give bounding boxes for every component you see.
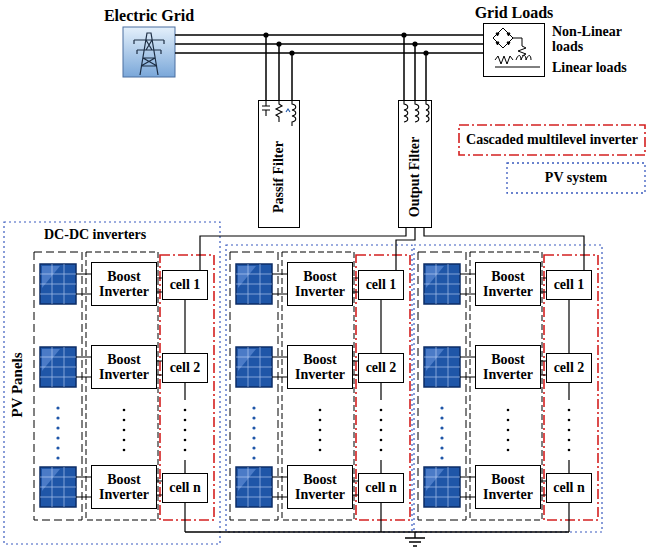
load-label: Linear loads [552,60,627,75]
wire [380,300,381,353]
pv-system-outline [414,245,602,532]
node-text: Grid Loads [475,4,554,22]
cell-box: cell n [358,473,404,503]
cell-box: cell 1 [358,270,404,300]
label-text: DC-DC inverters [44,227,146,242]
group-label: DC-DC inverters [44,227,146,242]
node-text: cell 1 [554,277,585,292]
node-text: cell n [553,480,585,495]
pv-column [418,252,598,532]
cell-box: cell 1 [162,270,208,300]
pv-system-outline [226,245,412,532]
cell-box: cell n [162,473,208,503]
legend-outline [507,163,645,193]
pv-column [230,252,410,532]
pv-system-outline [4,222,220,544]
boost-box: Boost Inverter [91,262,157,306]
boost-box: Boost Inverter [287,465,353,509]
boost-box: Boost Inverter [287,262,353,306]
filter-box: Passif Filter [258,100,300,228]
legend-entry: PV system [506,162,646,194]
load-label: Non-Linear loads [552,24,644,55]
legend-text: PV system [545,170,607,185]
wire [184,300,185,353]
node-text: cell 2 [366,360,397,375]
boost-box: Boost Inverter [475,262,541,306]
node-text: cell 2 [170,360,201,375]
grid-drops [263,32,428,100]
node-text: Boost Inverter [479,269,537,300]
load-symbols [493,28,540,67]
cell-box: cell 2 [546,353,592,383]
label-text: Linear loads [552,60,627,75]
node-text: Output Filter [407,136,422,217]
ground-symbol [185,532,569,546]
boost-box: Boost Inverter [287,345,353,389]
cell-box: cell 2 [358,353,404,383]
grid-icon: Electric Grid [123,27,175,77]
wire [396,228,415,270]
node-text: Boost Inverter [95,269,153,300]
label-text: Non-Linear loads [552,24,644,55]
pylon-icon [123,27,175,77]
cell-box: cell n [546,473,592,503]
boost-box: Boost Inverter [91,465,157,509]
node-text: cell 2 [554,360,585,375]
node-text: Electric Grid [104,7,194,25]
group-label: PV Panels [9,352,26,417]
load-box: Grid Loads [483,23,545,77]
cell-box: cell 2 [162,353,208,383]
pv-column [34,252,214,532]
wire [175,35,483,53]
node-text: cell 1 [170,277,201,292]
node-text: Passif Filter [271,141,286,213]
node-text: Boost Inverter [479,472,537,503]
cell-box: cell 1 [546,270,592,300]
legend-text: Cascaded multilevel inverter [466,132,638,147]
label-text: PV Panels [9,352,26,417]
wire [568,300,569,353]
node-text: Boost Inverter [291,269,349,300]
node-text: cell 1 [366,277,397,292]
legend-entry: Cascaded multilevel inverter [458,124,646,156]
filter-symbol [262,100,296,126]
boost-box: Boost Inverter [475,345,541,389]
boost-box: Boost Inverter [475,465,541,509]
node-text: Boost Inverter [95,472,153,503]
output-filter: Output Filter [398,100,432,228]
inductor-symbol [404,100,429,122]
boost-box: Boost Inverter [91,345,157,389]
node-text: cell n [169,480,201,495]
node-text: Boost Inverter [95,352,153,383]
node-text: Boost Inverter [479,352,537,383]
node-text: cell n [365,480,397,495]
node-text: Boost Inverter [291,352,349,383]
legend-outline [459,125,645,155]
node-text: Boost Inverter [291,472,349,503]
